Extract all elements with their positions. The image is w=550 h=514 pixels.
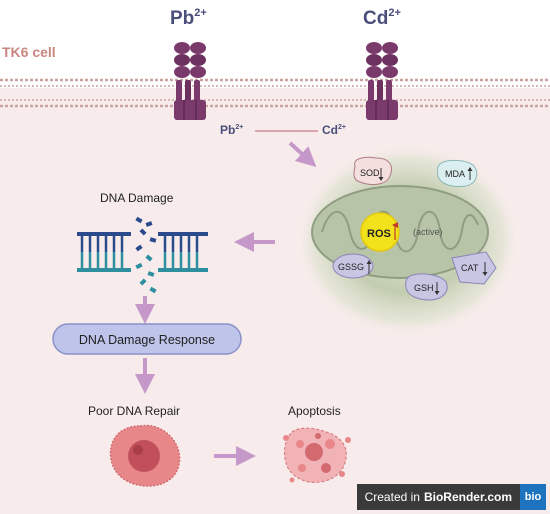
dna-damage-response-box (52, 323, 242, 355)
poor-repair-label: Poor DNA Repair (88, 404, 180, 418)
ros-circle (360, 212, 400, 252)
svg-text:CAT: CAT (461, 263, 479, 273)
marker-mda: MDA (436, 159, 478, 187)
cell-membrane (0, 78, 550, 108)
cd-ion-label: Cd2+ (363, 7, 401, 29)
ros-label: ROS (367, 228, 391, 240)
cell-label: TK6 cell (2, 44, 56, 60)
apoptosis-label: Apoptosis (288, 404, 341, 418)
credit-brand: BioRender.com (423, 490, 512, 504)
cd-ion-intracellular: Cd2+ (322, 123, 346, 137)
svg-text:GSSG: GSSG (338, 262, 364, 272)
dna-damage-label: DNA Damage (100, 191, 174, 205)
dna-damage-response-label: DNA Damage Response (79, 333, 215, 347)
ion-channel-pb (174, 42, 206, 120)
svg-text:MDA: MDA (445, 169, 465, 179)
pb-ion-intracellular: Pb2+ (220, 123, 243, 137)
biorender-logo: bio (520, 484, 546, 510)
credit-prefix: Created in (364, 490, 420, 504)
mitochondria-state: (active) (413, 227, 443, 237)
pb-ion-label: Pb2+ (170, 7, 207, 29)
biorender-credit[interactable]: Created in BioRender.com bio (356, 484, 546, 510)
dna-damage-illustration (77, 216, 208, 294)
arrow-to-mitochondria (288, 141, 317, 168)
svg-text:GSH: GSH (414, 283, 434, 293)
damaged-cell (109, 424, 181, 487)
marker-gssg: GSSG (332, 253, 374, 279)
marker-gsh: GSH (405, 273, 448, 301)
marker-cat: CAT (451, 251, 497, 285)
apoptotic-cell (283, 427, 351, 483)
svg-text:SOD: SOD (360, 168, 380, 178)
ion-channel-cd (366, 42, 398, 120)
marker-sod: SOD (353, 156, 392, 185)
